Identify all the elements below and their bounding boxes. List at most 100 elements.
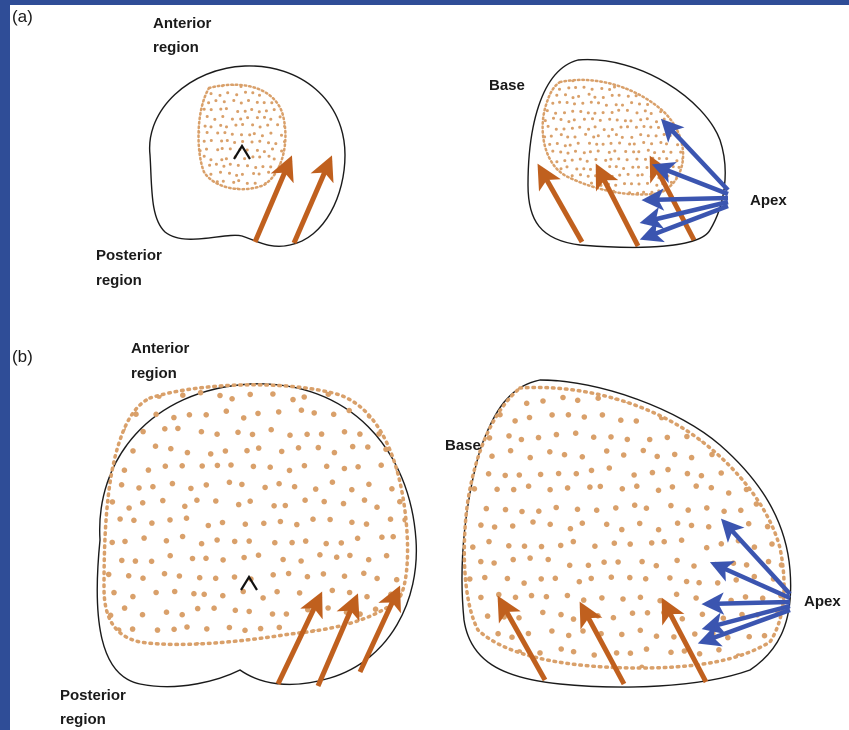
dot-mark [291,156,294,159]
dot-mark [621,136,624,139]
dot-mark [663,71,666,74]
dot-mark [631,166,634,169]
dot-mark [330,479,336,485]
dot-mark [206,131,209,134]
dot-mark [331,412,337,418]
dot-mark [569,144,572,147]
dot-mark [597,134,600,137]
dot-mark [644,505,650,511]
dot-mark [575,168,578,171]
dot-mark [754,501,760,507]
dot-mark [650,112,653,115]
dot-mark [552,117,555,120]
dot-mark [716,647,722,653]
dot-mark [593,96,596,99]
dot-mark [610,142,613,145]
dot-mark [567,120,570,123]
dot-mark [675,159,678,162]
dot-mark [485,613,491,619]
panel-b-left-dot-border [104,385,408,645]
dot-mark [274,142,277,145]
dot-mark [566,633,572,639]
dot-mark [155,627,161,633]
dot-mark [614,650,620,656]
dot-mark [489,453,495,459]
dot-mark [121,647,127,653]
dot-mark [492,524,498,530]
dot-mark [689,455,695,461]
dot-mark [136,485,142,491]
dot-mark [204,482,210,488]
panel-a-posterior-label-1: Posterior [96,247,162,264]
dot-mark [654,454,660,460]
dot-mark [284,611,290,617]
dot-mark [665,157,668,160]
dot-mark [618,94,621,97]
dot-mark [607,135,610,138]
dot-mark [284,187,287,190]
dot-mark [699,473,705,479]
dot-mark [220,593,226,599]
dot-mark [564,93,567,96]
panel-b-base-label: Base [445,437,481,454]
dot-mark [279,375,285,381]
dot-mark [685,150,688,153]
dot-mark [247,498,253,504]
dot-mark [553,576,559,582]
dot-mark [204,125,207,128]
dot-mark [576,199,579,202]
dot-mark [180,534,186,540]
dot-mark [210,92,213,95]
dot-mark [245,378,251,384]
dot-mark [322,648,328,654]
dot-mark [130,448,136,454]
dot-mark [594,158,597,161]
dot-mark [199,541,205,547]
dot-mark [646,182,649,185]
dot-mark [675,78,678,81]
dot-mark [621,452,627,458]
panel-b-right-outline [462,380,791,687]
dot-mark [559,71,562,74]
dot-mark [677,181,680,184]
dot-mark [613,505,619,511]
dot-mark [220,520,226,526]
dot-mark [244,77,247,80]
arrow-up-left-icon [598,168,638,246]
dot-mark [457,454,463,460]
dot-mark [669,134,672,137]
dot-mark [679,118,682,121]
dot-mark [119,558,125,564]
dot-mark [378,396,384,402]
dot-mark [636,111,639,114]
dot-mark [686,134,689,137]
dot-mark [201,592,207,598]
dot-mark [534,86,537,89]
dot-mark [689,523,695,529]
dot-mark [733,396,739,402]
dot-mark [545,80,548,83]
dot-mark [743,454,749,460]
dot-mark [254,182,257,185]
dot-mark [241,555,247,561]
dot-mark [661,103,664,106]
dot-mark [213,118,216,121]
dot-mark [219,94,222,97]
dot-mark [775,509,781,515]
dot-mark [693,595,699,601]
dot-mark [378,462,384,468]
dot-mark [690,80,693,83]
dot-mark [608,151,611,154]
dot-mark [305,574,311,580]
dot-mark [278,519,284,525]
dot-mark [364,521,370,527]
dot-mark [696,580,702,586]
dot-mark [214,431,220,437]
dot-mark [623,671,629,677]
dot-mark [654,563,660,569]
dot-mark [679,151,682,154]
dot-mark [597,150,600,153]
dot-mark [519,509,525,515]
dot-mark [538,110,541,113]
dot-mark [674,189,677,192]
